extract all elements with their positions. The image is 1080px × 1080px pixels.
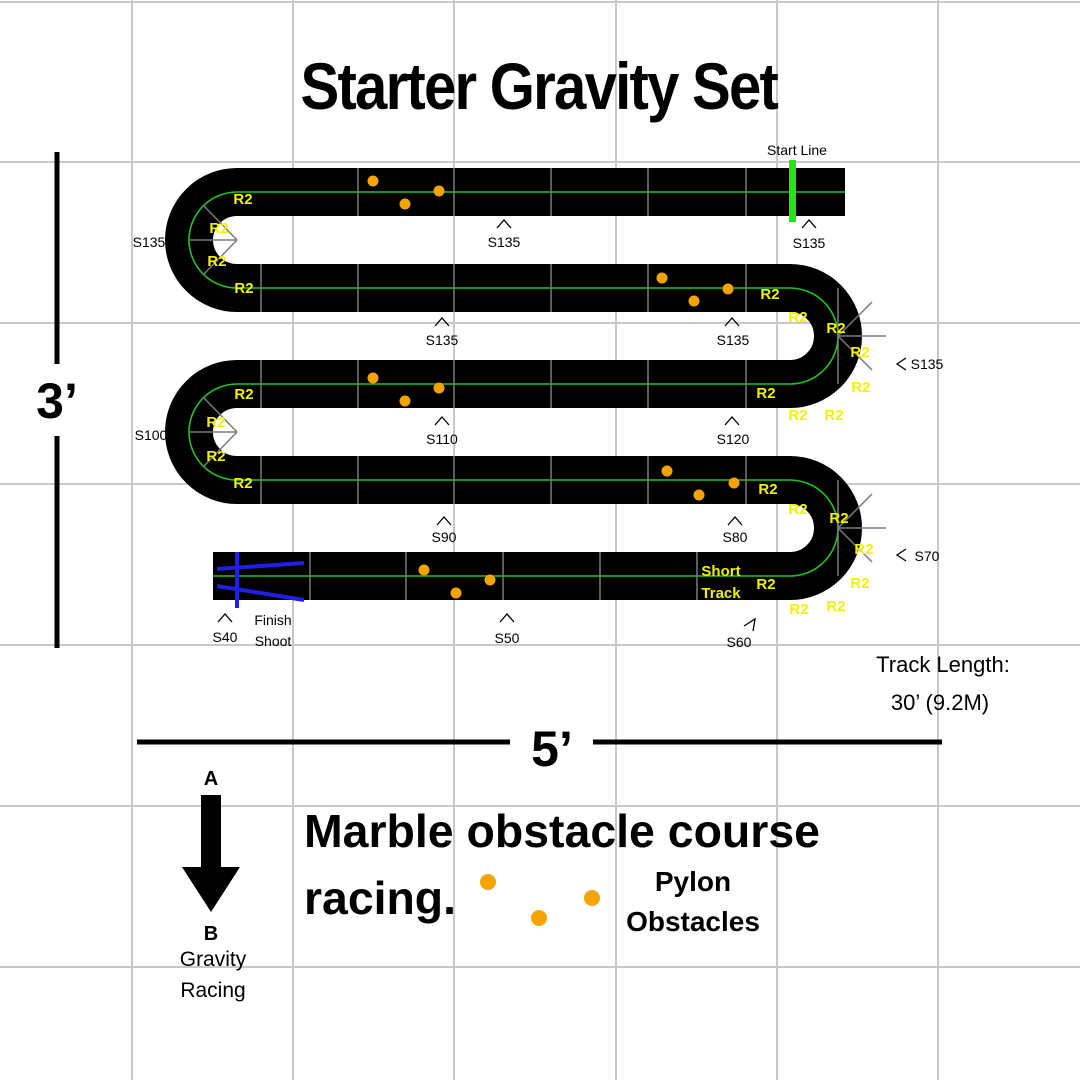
legend-label-line2: Obstacles	[626, 906, 760, 937]
pylon	[418, 564, 430, 576]
down-arrow-icon	[182, 795, 240, 912]
pylon	[367, 175, 379, 187]
section-label-s135: S135	[488, 234, 521, 250]
section-label-s70: S70	[915, 548, 940, 564]
section-label-s135: S135	[911, 356, 944, 372]
pylon	[722, 283, 734, 295]
tagline-line1: Marble obstacle course	[304, 805, 820, 857]
pylon	[693, 489, 705, 501]
pylon-legend: Pylon Obstacles	[480, 866, 760, 937]
finish-gate	[216, 552, 305, 608]
height-dimension-label: 3’	[36, 373, 78, 429]
section-label-s110: S110	[426, 431, 458, 447]
track-length-label: Track Length:	[876, 652, 1010, 677]
gravity-direction: A B Gravity Racing	[180, 768, 247, 1002]
track-length: Track Length: 30’ (9.2M)	[876, 652, 1010, 715]
pylon	[661, 465, 673, 477]
short-track-line1: Short	[701, 563, 740, 580]
direction-to-label: B	[204, 923, 218, 945]
pylon	[399, 198, 411, 210]
short-track-line2: Track	[701, 585, 741, 602]
section-label-s40: S40	[213, 629, 238, 645]
pylon	[367, 372, 379, 384]
r2-label: R2	[824, 407, 843, 424]
r2-label: R2	[234, 386, 253, 403]
r2-piece-labels: R2 R2 R2 R2 R2 R2 R2 R2 R2 R2 R2 R2 R2 R…	[206, 191, 873, 618]
width-dimension-label: 5’	[531, 721, 573, 777]
r2-label: R2	[756, 385, 775, 402]
track-center-line	[188, 191, 845, 577]
track	[165, 160, 886, 608]
pylon	[433, 382, 445, 394]
tagline-line2: racing.	[304, 872, 456, 924]
pylon	[433, 185, 445, 197]
pylon	[688, 295, 700, 307]
section-label-s135: S135	[717, 332, 750, 348]
r2-label: R2	[233, 475, 252, 492]
r2-label: R2	[209, 220, 228, 237]
r2-label: R2	[234, 280, 253, 297]
r2-label: R2	[788, 407, 807, 424]
legend-pylon	[480, 874, 496, 890]
r2-label: R2	[758, 481, 777, 498]
legend-pylon	[531, 910, 547, 926]
r2-label: R2	[826, 320, 845, 337]
tagline: Marble obstacle course racing.	[304, 805, 820, 924]
r2-label: R2	[850, 344, 869, 361]
r2-label: R2	[233, 191, 252, 208]
r2-label: R2	[851, 379, 870, 396]
height-dimension: 3’	[36, 152, 78, 648]
section-label-s135: S135	[133, 234, 166, 250]
r2-label: R2	[788, 501, 807, 518]
section-label-s100: S100	[135, 427, 168, 443]
short-track-label: Short Track	[701, 563, 741, 602]
start-line-marker	[789, 160, 796, 222]
r2-label: R2	[788, 309, 807, 326]
pylon	[450, 587, 462, 599]
r2-label: R2	[850, 575, 869, 592]
pylon	[656, 272, 668, 284]
r2-label: R2	[206, 448, 225, 465]
finish-shoot-label: Finish Shoot	[254, 612, 291, 649]
r2-label: R2	[826, 598, 845, 615]
r2-label: R2	[207, 253, 226, 270]
gravity-caption-line1: Gravity	[180, 948, 247, 971]
width-dimension: 5’	[137, 721, 942, 777]
section-label-s90: S90	[432, 529, 457, 545]
section-label-s50: S50	[495, 630, 520, 646]
legend-pylon	[584, 890, 600, 906]
pylon	[399, 395, 411, 407]
finish-shoot-line1: Finish	[254, 612, 291, 628]
page-title: Starter Gravity Set	[300, 49, 778, 123]
gravity-caption-line2: Racing	[180, 979, 245, 1002]
section-label-s120: S120	[717, 431, 750, 447]
section-label-s135: S135	[793, 235, 826, 251]
pylon-obstacles	[367, 175, 740, 599]
start-line-label: Start Line	[767, 142, 827, 158]
r2-label: R2	[760, 286, 779, 303]
track-length-value: 30’ (9.2M)	[891, 690, 989, 715]
pylon	[484, 574, 496, 586]
r2-label: R2	[206, 414, 225, 431]
direction-from-label: A	[204, 768, 218, 790]
r2-label: R2	[789, 601, 808, 618]
section-label-s135: S135	[426, 332, 459, 348]
r2-label: R2	[854, 541, 873, 558]
section-label-s80: S80	[723, 529, 748, 545]
r2-label: R2	[829, 510, 848, 527]
r2-label: R2	[756, 576, 775, 593]
segment-dividers	[190, 168, 886, 600]
section-labels: S135 S135 S135 S135 S110 S120 S90 S80 S4…	[133, 219, 944, 650]
legend-label-line1: Pylon	[655, 866, 731, 897]
pylon	[728, 477, 740, 489]
finish-shoot-line2: Shoot	[255, 633, 292, 649]
section-label-s60: S60	[727, 634, 752, 650]
